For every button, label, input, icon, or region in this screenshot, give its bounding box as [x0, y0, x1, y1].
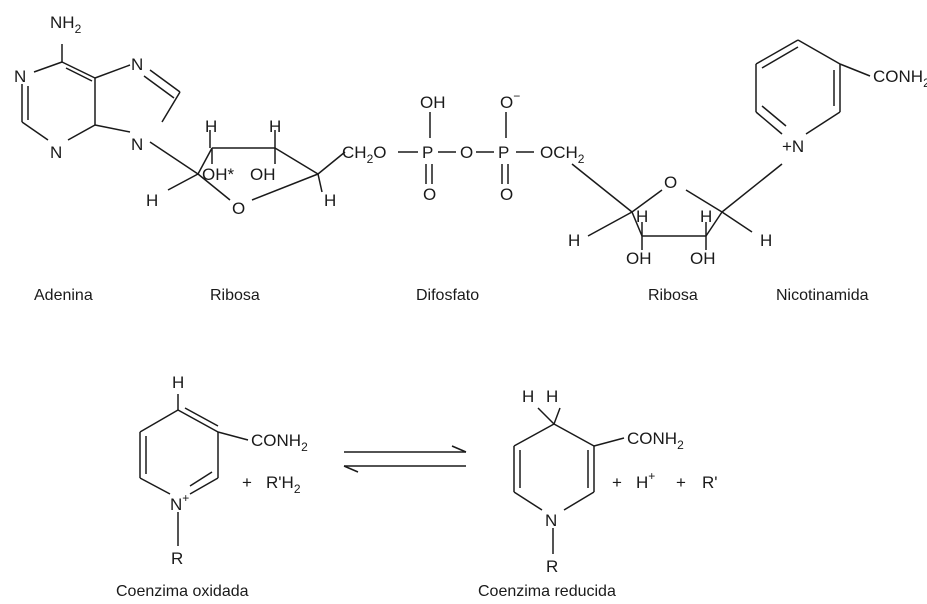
bridge-oxygen: O	[460, 143, 473, 162]
phosphorus-2: P	[498, 143, 509, 162]
ribose-1-group: H H OH* OH H O H	[146, 117, 346, 218]
nicotinamide-conh2: CONH2	[873, 67, 927, 90]
diphosphate-group: CH2O P OH O O P O− O OCH2	[342, 89, 585, 204]
adenine-n9: N	[131, 135, 143, 154]
reduced-h-right: H	[546, 387, 558, 406]
adenine-n7: N	[131, 55, 143, 74]
ch2-left-label: CH2O	[342, 143, 386, 166]
ribose2-oh-left: OH	[626, 249, 652, 268]
reduced-h-plus: H+	[636, 469, 655, 492]
reduced-coenzyme-group: H H CONH2 N R + H+ + R' Coenzima reducid…	[478, 387, 718, 600]
phosphate1-o-double: O	[423, 185, 436, 204]
phosphate1-oh: OH	[420, 93, 446, 112]
reduced-plus-sign-1: +	[612, 473, 622, 492]
ribose1-h-left: H	[146, 191, 158, 210]
reduced-conh2: CONH2	[627, 429, 684, 452]
reduced-r: R	[546, 557, 558, 576]
label-ribosa-2: Ribosa	[648, 287, 698, 304]
phosphate2-o-double: O	[500, 185, 513, 204]
ribose1-h-top-right: H	[269, 117, 281, 136]
ribose2-h-inner-right: H	[700, 207, 712, 226]
label-ribosa-1: Ribosa	[210, 287, 260, 304]
oxidized-h-top: H	[172, 373, 184, 392]
ribose-2-group: O H H H H OH OH	[568, 163, 783, 268]
oxidized-coenzyme-group: H CONH2 N+ R + R'H2 Coenzima oxidada	[116, 373, 308, 600]
ribose1-ring-o: O	[232, 199, 245, 218]
oxidized-plus-sign: +	[242, 473, 252, 492]
oxidized-r: R	[171, 549, 183, 568]
nicotinamide-n-plus: +N	[782, 137, 804, 156]
ribose2-h-inner-left: H	[636, 207, 648, 226]
phosphorus-1: P	[422, 143, 433, 162]
equilibrium-arrows	[343, 445, 467, 473]
ribose2-h-right: H	[760, 231, 772, 250]
amine-label: NH2	[50, 13, 82, 36]
label-adenina: Adenina	[34, 287, 93, 304]
adenine-group: NH2 N N N N	[14, 13, 199, 175]
label-difosfato: Difosfato	[416, 287, 479, 304]
ribose1-h-right: H	[324, 191, 336, 210]
nicotinamide-group: CONH2 +N	[755, 39, 927, 156]
label-nicotinamida: Nicotinamida	[776, 287, 869, 304]
oxidized-r-prime-h2: R'H2	[266, 473, 301, 496]
ribose2-ring-o: O	[664, 173, 677, 192]
ribose2-h-left: H	[568, 231, 580, 250]
reduced-n: N	[545, 511, 557, 530]
adenine-n1: N	[14, 67, 26, 86]
label-coenzima-reducida: Coenzima reducida	[478, 583, 616, 600]
och2-right-label: OCH2	[540, 143, 585, 166]
oxidized-n-plus: N+	[170, 491, 189, 514]
reduced-h-left: H	[522, 387, 534, 406]
reduced-r-prime: R'	[702, 473, 718, 492]
ribose1-h-top-left: H	[205, 117, 217, 136]
ribose1-oh-star: OH*	[202, 165, 235, 184]
ribose1-oh: OH	[250, 165, 276, 184]
label-coenzima-oxidada: Coenzima oxidada	[116, 583, 249, 600]
reduced-plus-sign-2: +	[676, 473, 686, 492]
ribose2-oh-right: OH	[690, 249, 716, 268]
adenine-n3: N	[50, 143, 62, 162]
oxidized-conh2: CONH2	[251, 431, 308, 454]
phosphate2-o-minus: O−	[500, 89, 520, 112]
